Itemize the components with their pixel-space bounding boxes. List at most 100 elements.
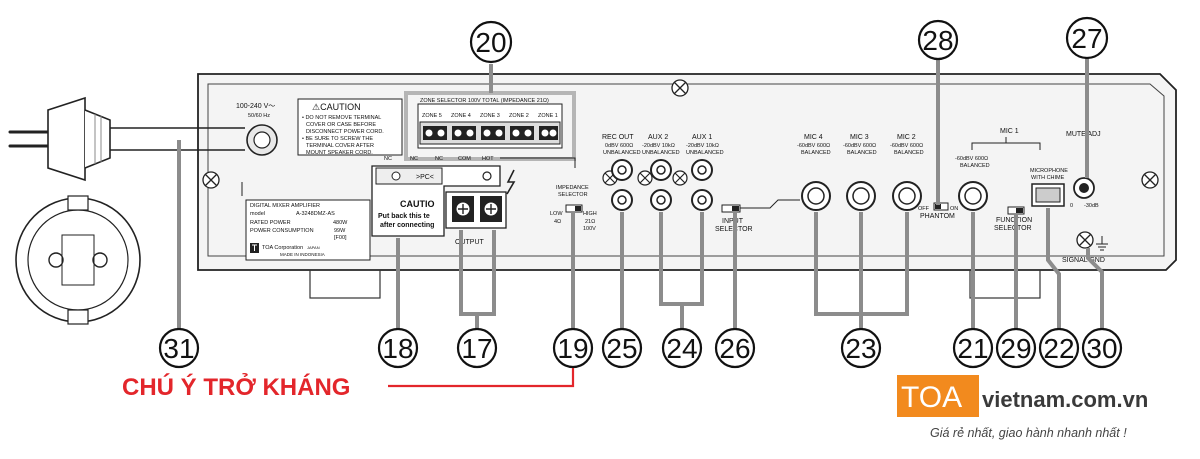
maker-name: TOA Corporation bbox=[262, 245, 303, 251]
brand-tagline: Giá rẻ nhất, giao hành nhanh nhất ! bbox=[930, 426, 1127, 440]
chassis-screw-left bbox=[202, 171, 220, 189]
caution-line: TERMINAL COVER AFTER bbox=[306, 143, 374, 149]
mic1-label: MIC 1 bbox=[1000, 128, 1019, 135]
mic3-spec: BALANCED bbox=[847, 150, 877, 156]
input-selector-switch[interactable] bbox=[721, 204, 741, 213]
terminal-hot: HOT bbox=[482, 156, 494, 162]
chassis-screw-mid-2 bbox=[637, 170, 653, 186]
caution-line: • DO NOT REMOVE TERMINAL bbox=[302, 115, 381, 121]
phantom-on-label: ON bbox=[950, 206, 958, 212]
callout-number: 23 bbox=[845, 333, 876, 364]
zone-selector-title: ZONE SELECTOR 100V TOTAL (IMPEDANCE 21Ω) bbox=[420, 98, 549, 104]
zone-label: ZONE 2 bbox=[509, 113, 529, 119]
brand-box bbox=[897, 375, 979, 417]
terminal-nc-3: NC bbox=[435, 156, 443, 162]
cover-caution-line: Put back this te bbox=[378, 213, 430, 220]
callout-number: 30 bbox=[1086, 333, 1117, 364]
rec-out-spec: UNBALANCED bbox=[603, 150, 641, 156]
rated-power-value: 480W bbox=[333, 220, 348, 226]
mute-adj-min-label: 0 bbox=[1070, 203, 1073, 209]
power-consumption-label: POWER CONSUMPTION bbox=[250, 228, 314, 234]
mic3-jack[interactable] bbox=[846, 181, 876, 211]
terminal-com: COM bbox=[458, 156, 471, 162]
aux1-spec: -20dBV 10kΩ bbox=[686, 143, 719, 149]
aux2-spec: UNBALANCED bbox=[642, 150, 680, 156]
caution-line: DISCONNECT POWER CORD. bbox=[306, 129, 384, 135]
mic4-jack[interactable] bbox=[801, 181, 831, 211]
aux1-jack-upper[interactable] bbox=[691, 159, 713, 181]
lightning-icon bbox=[506, 169, 516, 195]
rec-out-jack-lower[interactable] bbox=[611, 189, 633, 211]
product-name: DIGITAL MIXER AMPLIFIER bbox=[250, 203, 320, 209]
impedance-selector-label: SELECTOR bbox=[558, 192, 588, 198]
mute-adj-knob[interactable] bbox=[1073, 177, 1095, 199]
chassis-screw-right bbox=[1141, 171, 1159, 189]
aux2-jack-upper[interactable] bbox=[650, 159, 672, 181]
mic4-label: MIC 4 bbox=[804, 134, 823, 141]
mute-adj-max-label: -30dB bbox=[1084, 203, 1099, 209]
mic1-rj45-jack[interactable] bbox=[1031, 183, 1065, 207]
leader-lines bbox=[177, 58, 1104, 330]
power-plug-icon bbox=[8, 96, 245, 182]
mic1-xlr-jack[interactable] bbox=[958, 181, 988, 211]
mic1-chime-label: WITH CHIME bbox=[1031, 175, 1065, 181]
terminal-cover: >PC< CAUTIO Put back this te after conne… bbox=[371, 165, 501, 237]
zone-label: ZONE 3 bbox=[480, 113, 500, 119]
caution-title: ⚠CAUTION bbox=[312, 102, 361, 112]
mic4-spec: -60dBV 600Ω bbox=[797, 143, 830, 149]
chassis-screw-top bbox=[671, 79, 689, 97]
aux2-jack-lower[interactable] bbox=[650, 189, 672, 211]
caution-line: MOUNT SPEAKER CORD. bbox=[306, 150, 373, 156]
mic3-spec: -60dBV 600Ω bbox=[843, 143, 876, 149]
terminal-nc-2: NC bbox=[410, 156, 418, 162]
mic1-spec: BALANCED bbox=[960, 163, 990, 169]
callout-number: 29 bbox=[1000, 333, 1031, 364]
callout-markers bbox=[158, 16, 1123, 369]
aux1-label: AUX 1 bbox=[692, 134, 712, 141]
caution-label-top: ⚠CAUTION • DO NOT REMOVE TERMINAL COVER … bbox=[297, 98, 403, 156]
aux1-jack-lower[interactable] bbox=[691, 189, 713, 211]
power-consumption-value: 99W bbox=[334, 228, 346, 234]
power-inlet bbox=[246, 124, 278, 156]
caution-line: COVER OR CASE BEFORE bbox=[306, 122, 376, 128]
zone-selector: ZONE SELECTOR 100V TOTAL (IMPEDANCE 21Ω)… bbox=[404, 91, 576, 161]
rated-power-label: RATED POWER bbox=[250, 220, 291, 226]
ground-icon bbox=[1096, 236, 1108, 251]
mute-adj-label: MUTE ADJ bbox=[1066, 131, 1101, 138]
function-selector-label: SELECTOR bbox=[994, 225, 1032, 232]
mic2-jack[interactable] bbox=[892, 181, 922, 211]
chassis-screw-mid-3 bbox=[672, 170, 688, 186]
pc-label: >PC< bbox=[416, 174, 434, 181]
zone-label: ZONE 5 bbox=[422, 113, 442, 119]
callout-number: 26 bbox=[719, 333, 750, 364]
impedance-high-value: 100V bbox=[583, 226, 596, 232]
f00-label: [F00] bbox=[334, 235, 347, 241]
mic2-label: MIC 2 bbox=[897, 134, 916, 141]
mic4-spec: BALANCED bbox=[801, 150, 831, 156]
mic2-spec: BALANCED bbox=[894, 150, 924, 156]
aux2-label: AUX 2 bbox=[648, 134, 668, 141]
terminal-nc-1: NC bbox=[384, 156, 392, 162]
impedance-low-value: 4Ω bbox=[554, 219, 561, 225]
callout-number: 28 bbox=[922, 25, 953, 56]
impedance-selector-switch[interactable] bbox=[565, 204, 583, 213]
rec-out-label: REC OUT bbox=[602, 134, 634, 141]
mic1-spec: -60dBV 600Ω bbox=[955, 156, 988, 162]
phantom-off-label: OFF bbox=[918, 206, 930, 212]
phantom-switch[interactable] bbox=[933, 202, 949, 211]
rca-jacks bbox=[611, 159, 713, 211]
maker-country: JAPAN bbox=[307, 245, 320, 250]
function-selector-switch[interactable] bbox=[1007, 206, 1025, 215]
model-value: A-3248DMZ-AS bbox=[296, 211, 335, 217]
brand-site-text: vietnam.com.vn bbox=[982, 387, 1148, 412]
zone-terminal-block bbox=[423, 126, 558, 140]
model-label: model bbox=[250, 211, 265, 217]
cover-caution-title: CAUTIO bbox=[400, 199, 435, 209]
signal-gnd-label: SIGNAL GND bbox=[1062, 257, 1105, 264]
rec-out-jack-upper[interactable] bbox=[611, 159, 633, 181]
zone-label: ZONE 1 bbox=[538, 113, 558, 119]
impedance-warning-text: CHÚ Ý TRỞ KHÁNG bbox=[122, 372, 350, 401]
caution-line: • BE SURE TO SCREW THE bbox=[302, 136, 373, 142]
mic3-label: MIC 3 bbox=[850, 134, 869, 141]
